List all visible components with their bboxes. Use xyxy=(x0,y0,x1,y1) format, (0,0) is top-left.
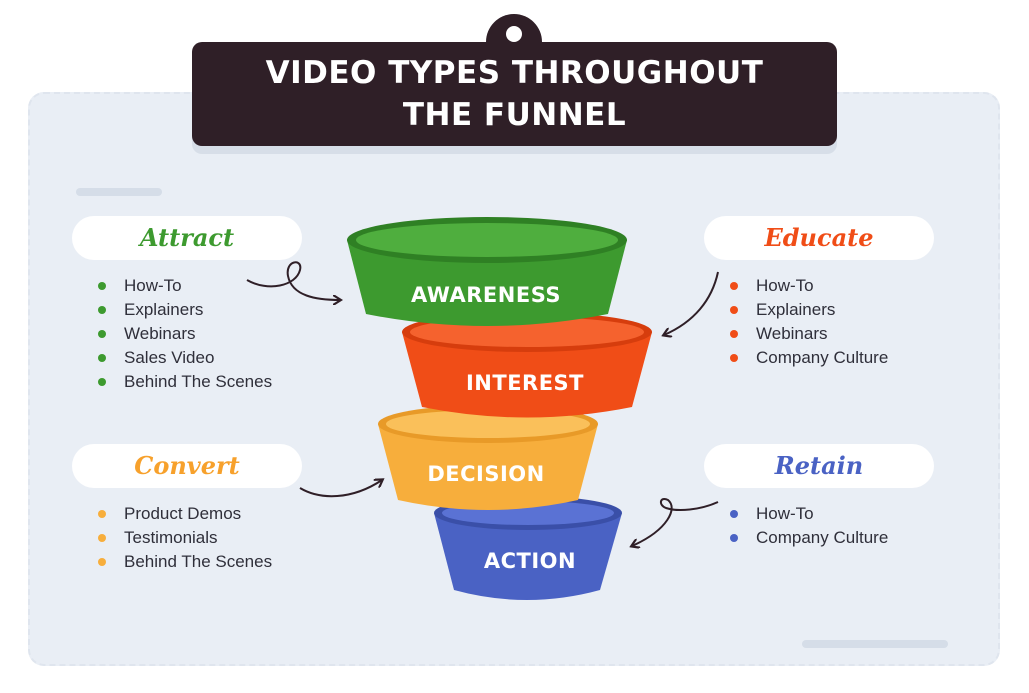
decorative-bar xyxy=(802,640,948,648)
bullet-dot xyxy=(730,534,738,542)
bullet-dot xyxy=(98,354,106,362)
retain-heading-pill: Retain xyxy=(704,444,934,488)
title-dot xyxy=(506,26,522,42)
bullet-dot xyxy=(730,306,738,314)
list-item-label: Company Culture xyxy=(756,528,889,547)
educate-arrow xyxy=(664,271,719,335)
list-item: Behind The Scenes xyxy=(98,550,272,574)
attract-arrow xyxy=(246,261,340,300)
bullet-dot xyxy=(730,330,738,338)
list-item: Testimonials xyxy=(98,526,272,550)
attract-list: How-To Explainers Webinars Sales Video B… xyxy=(98,274,272,394)
title-banner xyxy=(192,42,837,146)
list-item: How-To xyxy=(98,274,272,298)
list-item: Explainers xyxy=(98,298,272,322)
bullet-dot xyxy=(98,378,106,386)
list-item: How-To xyxy=(730,274,888,298)
list-item-label: How-To xyxy=(124,276,182,295)
bullet-dot xyxy=(98,282,106,290)
list-item-label: Product Demos xyxy=(124,504,242,523)
retain-list: How-To Company Culture xyxy=(730,502,888,550)
educate-list: How-To Explainers Webinars Company Cultu… xyxy=(730,274,888,370)
funnel-stage-decision: DECISION xyxy=(378,405,598,510)
retain-arrow xyxy=(632,498,719,546)
decorative-bar xyxy=(76,188,162,196)
list-item: Company Culture xyxy=(730,526,888,550)
list-item: Explainers xyxy=(730,298,888,322)
bullet-dot xyxy=(730,354,738,362)
list-item: Company Culture xyxy=(730,346,888,370)
list-item-label: Webinars xyxy=(124,324,196,343)
bullet-dot xyxy=(98,534,106,542)
educate-heading-pill: Educate xyxy=(704,216,934,260)
bullet-dot xyxy=(730,510,738,518)
list-item-label: Explainers xyxy=(124,300,204,319)
list-item-label: Behind The Scenes xyxy=(124,552,273,571)
stage-label-interest: INTEREST xyxy=(466,371,584,395)
list-item-label: Webinars xyxy=(756,324,828,343)
page-title: VIDEO TYPES THROUGHOUT THE FUNNEL xyxy=(192,52,837,136)
list-item-label: Company Culture xyxy=(756,348,889,367)
retain-heading: Retain xyxy=(774,451,864,480)
list-item: Sales Video xyxy=(98,346,272,370)
title-line-1: VIDEO TYPES THROUGHOUT xyxy=(265,55,764,91)
bullet-dot xyxy=(98,510,106,518)
list-item-label: Behind The Scenes xyxy=(124,372,273,391)
attract-heading-pill: Attract xyxy=(72,216,302,260)
list-item: Webinars xyxy=(730,322,888,346)
list-item-label: How-To xyxy=(756,504,814,523)
bullet-dot xyxy=(730,282,738,290)
list-item: How-To xyxy=(730,502,888,526)
bullet-dot xyxy=(98,306,106,314)
list-item-label: Explainers xyxy=(756,300,836,319)
title-line-2: THE FUNNEL xyxy=(402,97,627,133)
stage-label-decision: DECISION xyxy=(427,462,544,486)
list-item-label: Testimonials xyxy=(124,528,218,547)
funnel-stage-action: ACTION xyxy=(434,496,622,600)
convert-heading: Convert xyxy=(134,451,240,480)
bullet-dot xyxy=(98,558,106,566)
convert-list: Product Demos Testimonials Behind The Sc… xyxy=(98,502,272,574)
list-item: Behind The Scenes xyxy=(98,370,272,394)
stage-label-action: ACTION xyxy=(484,549,576,573)
attract-heading: Attract xyxy=(139,223,235,252)
list-item-label: Sales Video xyxy=(124,348,215,367)
bullet-dot xyxy=(98,330,106,338)
convert-heading-pill: Convert xyxy=(72,444,302,488)
list-item: Webinars xyxy=(98,322,272,346)
list-item: Product Demos xyxy=(98,502,272,526)
funnel-stage-awareness: AWARENESS xyxy=(347,217,627,326)
list-item-label: How-To xyxy=(756,276,814,295)
funnel-stage-interest: INTEREST xyxy=(402,312,652,418)
educate-heading: Educate xyxy=(764,223,874,252)
stage-label-awareness: AWARENESS xyxy=(411,283,561,307)
convert-arrow xyxy=(299,480,382,498)
